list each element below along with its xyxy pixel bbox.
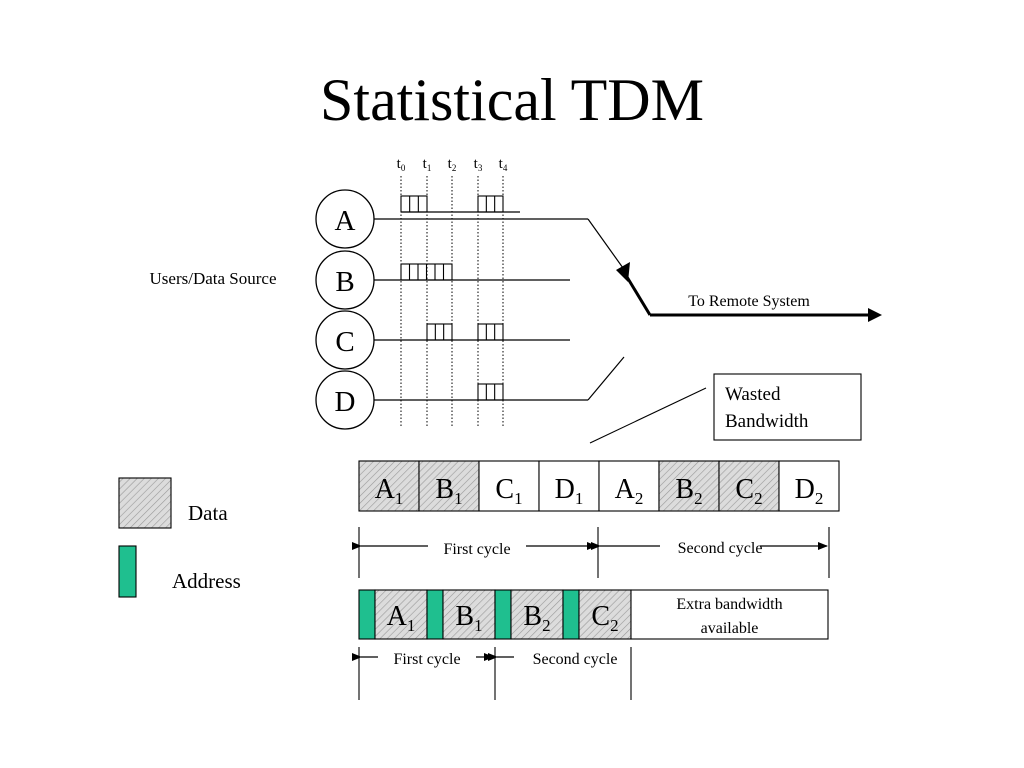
sync-slot-d1: [538, 460, 600, 512]
stat-data-field-b1: [442, 589, 496, 640]
source-circle-a: [315, 189, 375, 249]
time-label-t4: t4: [499, 156, 508, 173]
sync-slot-label: C1: [495, 474, 522, 508]
stat-slot-label: A1: [387, 601, 416, 635]
stat-second-cycle-label: Second cycle: [533, 651, 618, 668]
remote-system-label: To Remote System: [688, 293, 810, 310]
mux-upper-line: [587, 218, 629, 276]
extra-bandwidth-line1: Extra bandwidth: [676, 596, 782, 613]
stat-data-field-a1: [374, 589, 428, 640]
stat-address-field: [494, 589, 512, 640]
legend-address-label: Address: [172, 569, 241, 593]
packet-burst-c-t1: [426, 323, 453, 341]
packet-burst-a-t0: [400, 195, 428, 213]
time-label-t3: t3: [474, 156, 483, 173]
legend-address-swatch: [118, 545, 137, 598]
stat-address-field: [426, 589, 444, 640]
packet-burst-c-t3: [477, 323, 504, 341]
packet-burst-d-t3: [477, 383, 504, 401]
stat-data-field-b2: [510, 589, 564, 640]
sync-slot-label: A1: [375, 474, 404, 508]
stat-address-field: [358, 589, 376, 640]
time-label-t2: t2: [448, 156, 457, 173]
packet-burst-frame: [400, 195, 428, 213]
stat-slot-label: C2: [591, 601, 618, 635]
mux-switch-arm: [622, 271, 652, 316]
time-label-t0: t0: [397, 156, 406, 173]
sync-slot-label: B2: [675, 474, 702, 508]
stat-slot-label: B2: [523, 601, 550, 635]
packet-burst-frame: [426, 323, 453, 341]
stat-slot-label: B1: [455, 601, 482, 635]
stat-first-cycle-label: First cycle: [393, 651, 460, 668]
source-circle-d: [315, 370, 375, 430]
packet-burst-frame: [477, 195, 504, 213]
wasted-bandwidth-box: [713, 373, 862, 441]
packet-burst-frame: [477, 323, 504, 341]
sync-slot-d2: [778, 460, 840, 512]
source-label-c: C: [335, 326, 354, 358]
sync-slot-label: A2: [615, 474, 644, 508]
extra-bandwidth-box: [630, 589, 829, 640]
sync-slot-label: B1: [435, 474, 462, 508]
wasted-pointer-line: [589, 387, 707, 444]
packet-burst-frame: [477, 383, 504, 401]
stat-data-field-c2: [578, 589, 632, 640]
sync-slot-label: D1: [555, 474, 584, 508]
extra-bandwidth-line2: available: [701, 620, 759, 637]
source-circle-c: [315, 310, 375, 370]
sync-slot-b2: [658, 460, 720, 512]
mux-lower-line: [587, 356, 625, 401]
source-label-a: A: [335, 205, 356, 237]
output-arrowhead: [868, 308, 882, 322]
sync-slot-label: D2: [795, 474, 824, 508]
wasted-label-line2: Bandwidth: [725, 411, 809, 432]
sync-second-cycle-label: Second cycle: [678, 540, 763, 557]
packet-burst-b-t0: [400, 263, 453, 281]
sync-first-cycle-label: First cycle: [443, 541, 510, 558]
source-label-d: D: [335, 386, 356, 418]
mux-switch-arrowhead: [616, 262, 630, 282]
wasted-label-line1: Wasted: [725, 384, 781, 405]
legend-data-swatch: [118, 477, 172, 529]
sync-slot-b1: [418, 460, 480, 512]
legend-data-label: Data: [188, 501, 228, 525]
page-title: Statistical TDM: [320, 67, 704, 133]
users-data-source-label: Users/Data Source: [150, 269, 277, 288]
stat-address-field: [562, 589, 580, 640]
source-label-b: B: [335, 266, 354, 298]
sync-slot-a1: [358, 460, 420, 512]
sync-slot-label: C2: [735, 474, 762, 508]
time-label-t1: t1: [423, 156, 432, 173]
sync-slot-c2: [718, 460, 780, 512]
sync-slot-c1: [478, 460, 540, 512]
source-circle-b: [315, 250, 375, 310]
packet-burst-a-t3: [477, 195, 504, 213]
